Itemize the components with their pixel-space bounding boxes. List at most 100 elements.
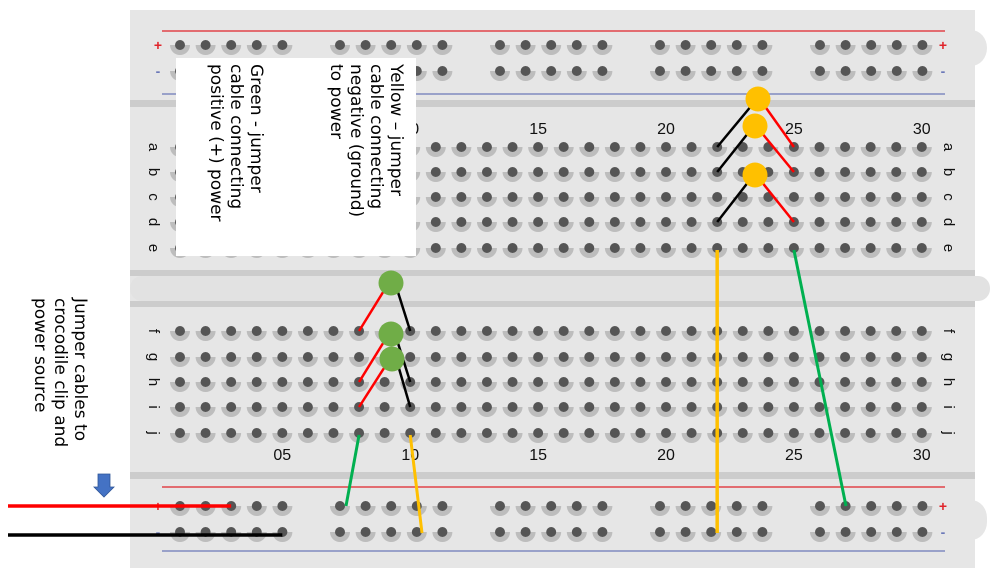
hole-dot [571,66,582,76]
hole [886,527,907,542]
hole-dot [737,192,748,202]
hole [451,326,472,342]
hole-dot [865,217,876,227]
hole-dot [840,66,851,76]
hole-dot [533,217,544,227]
hole [681,352,702,367]
hole-dot [226,501,237,511]
hole [381,527,402,542]
led-anode-leg [762,104,795,148]
led-cathode-leg [716,104,753,148]
hole-dot [226,428,237,438]
hole-dot [558,402,569,412]
hole [592,66,613,81]
hole [432,527,453,542]
hole [650,40,670,55]
hole-dot [507,352,518,362]
hole [758,326,779,342]
hole-dot [686,192,697,202]
hole [886,428,907,443]
hole [476,326,497,342]
hole [297,326,318,342]
hole-dot [731,501,742,511]
hole [810,66,830,81]
hole-dot [680,501,691,511]
hole-dot [175,377,185,387]
hole [425,352,446,367]
hole [732,352,753,367]
hole-dot [546,527,557,537]
hole-dot [891,527,902,537]
hole [272,40,293,55]
hole-dot [686,428,697,438]
hole [630,377,651,392]
hole-dot [891,192,902,202]
hole [656,167,677,182]
hole-dot [558,428,569,438]
hole [566,66,587,81]
hole [476,142,497,157]
hole-dot [609,402,620,412]
hole [675,40,696,55]
hole-dot [609,217,620,227]
hole [476,243,497,258]
hole [579,428,600,443]
hole [406,527,427,542]
hole [886,40,907,55]
hole-dot [430,352,441,362]
hole [912,527,933,542]
hole-dot [226,352,237,362]
hole-dot [609,326,620,336]
hole-dot [737,377,748,387]
hole [630,192,651,207]
hole [553,402,574,417]
hole-dot [456,326,467,336]
hole [553,243,574,258]
hole [886,192,907,207]
hole [592,40,613,55]
hole-dot [814,243,825,253]
hole [579,167,600,182]
hole [810,527,830,542]
hole-dot [200,326,211,336]
hole [246,501,267,516]
hole [355,501,376,516]
hole-dot [584,428,595,438]
hole [579,192,600,207]
hole-dot [712,192,723,202]
row-label: h [940,378,957,386]
hole-dot [686,142,697,152]
hole-dot [891,402,902,412]
hole [675,527,696,542]
hole [425,167,446,182]
hole-dot [737,428,748,438]
hole-dot [558,142,569,152]
hole-dot [840,217,851,227]
hole [835,66,856,81]
hole [758,377,779,392]
hole-dot [757,501,768,511]
hole [835,428,856,443]
hole [579,352,600,367]
hole-dot [533,428,544,438]
hole [502,142,523,157]
hole-dot [584,142,595,152]
hole-dot [655,40,665,50]
hole-dot [840,243,851,253]
hole-dot [507,326,518,336]
plus-sign-icon: + [939,37,947,53]
hole-dot [635,402,646,412]
hole [681,167,702,182]
hole-dot [200,402,211,412]
hole [752,40,773,55]
hole [515,527,536,542]
row-label: e [940,244,957,252]
hole [221,40,242,55]
hole-dot [430,428,441,438]
hole-dot [840,192,851,202]
hole [490,501,510,516]
hole [221,326,242,342]
hole [809,428,830,443]
hole [783,352,804,367]
hole [835,377,856,392]
